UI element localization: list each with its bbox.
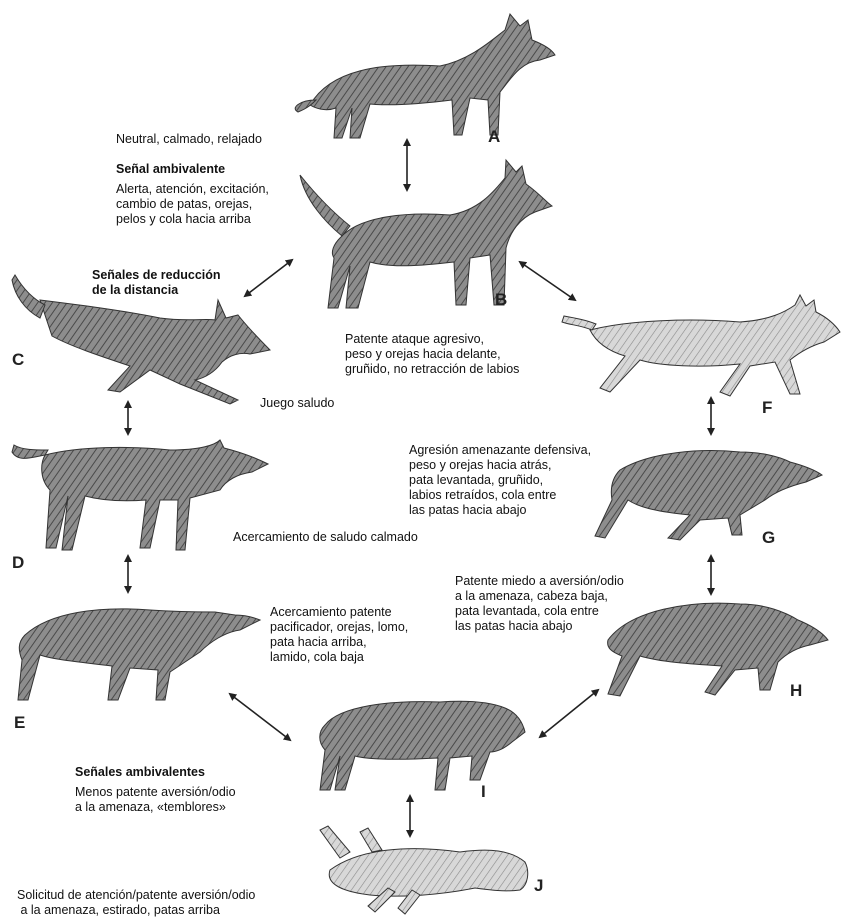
caption-attack: Patente ataque agresivo, peso y orejas h… <box>345 332 519 377</box>
label-a: A <box>488 127 500 147</box>
caption-fear: Patente miedo a aversión/odio a la amena… <box>455 574 624 634</box>
caption-ambivalent: Alerta, atención, excitación, cambio de … <box>116 182 269 227</box>
arrow-h-i <box>540 690 598 737</box>
label-f: F <box>762 398 772 418</box>
heading-ambivalent: Señal ambivalente <box>116 162 225 177</box>
caption-ambivalents: Menos patente aversión/odio a la amenaza… <box>75 785 236 815</box>
label-c: C <box>12 350 24 370</box>
caption-pacifier: Acercamiento patente pacificador, orejas… <box>270 605 408 665</box>
label-j: J <box>534 876 543 896</box>
caption-play: Juego saludo <box>260 396 334 411</box>
wolf-d-illustration <box>12 440 268 550</box>
heading-reduction: Señales de reducción de la distancia <box>92 268 221 298</box>
label-b: B <box>495 290 507 310</box>
label-i: I <box>481 782 486 802</box>
wolf-i-illustration <box>320 701 525 790</box>
caption-defensive: Agresión amenazante defensiva, peso y or… <box>409 443 591 518</box>
wolf-a-illustration <box>295 14 555 138</box>
label-g: G <box>762 528 775 548</box>
wolf-f-illustration <box>562 295 840 396</box>
arrow-b-c <box>245 260 292 296</box>
label-d: D <box>12 553 24 573</box>
heading-ambivalents: Señales ambivalentes <box>75 765 205 780</box>
wolf-e-illustration <box>18 609 260 700</box>
caption-neutral: Neutral, calmado, relajado <box>116 132 262 147</box>
arrow-e-i <box>230 694 290 740</box>
label-e: E <box>14 713 25 733</box>
caption-greeting: Acercamiento de saludo calmado <box>233 530 418 545</box>
label-h: H <box>790 681 802 701</box>
caption-solicitation: Solicitud de atención/patente aversión/o… <box>17 888 255 918</box>
wolf-b-illustration <box>300 160 552 308</box>
arrow-b-f <box>520 262 575 300</box>
wolf-j-illustration <box>320 826 528 914</box>
wolf-g-illustration <box>595 451 822 540</box>
